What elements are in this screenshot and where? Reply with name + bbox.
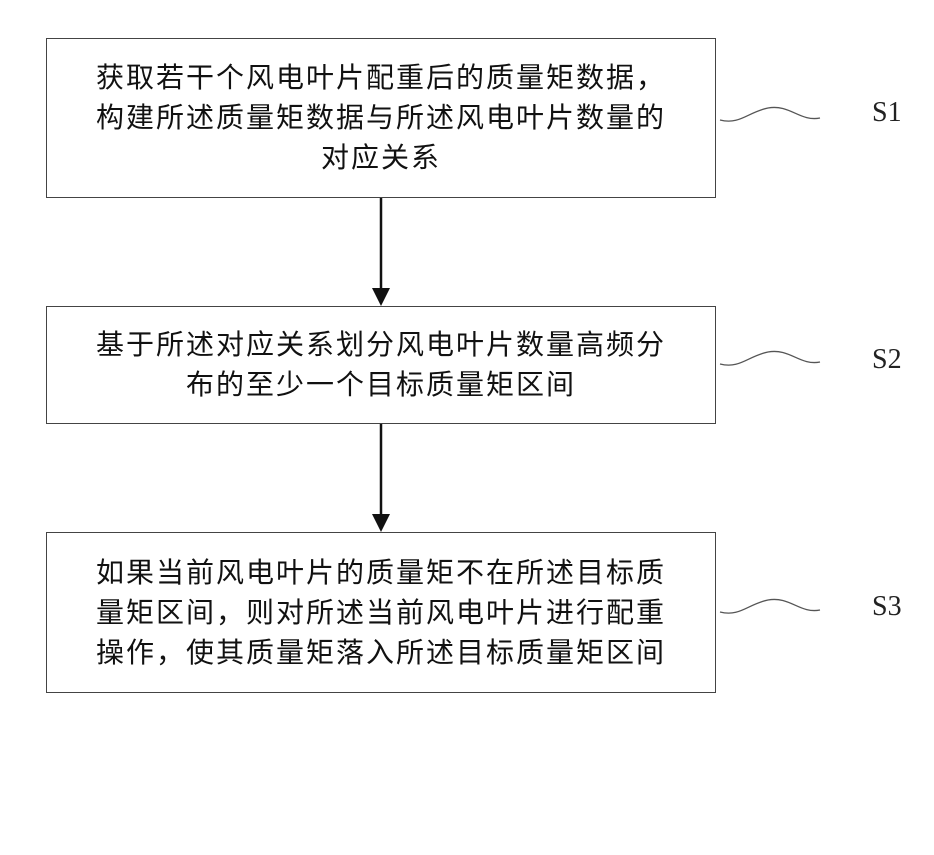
step-text-s1: 获取若干个风电叶片配重后的质量矩数据， 构建所述质量矩数据与所述风电叶片数量的 …: [71, 58, 691, 178]
arrow-s1-to-s2: [372, 198, 390, 306]
step-box-s3: 如果当前风电叶片的质量矩不在所述目标质 量矩区间，则对所述当前风电叶片进行配重 …: [46, 532, 716, 693]
step-text-s2: 基于所述对应关系划分风电叶片数量高频分 布的至少一个目标质量矩区间: [71, 325, 691, 405]
step-box-s1: 获取若干个风电叶片配重后的质量矩数据， 构建所述质量矩数据与所述风电叶片数量的 …: [46, 38, 716, 198]
step-label-s1: S1: [872, 97, 902, 129]
step-label-s2: S2: [872, 344, 902, 376]
leader-line-s3: [720, 599, 820, 613]
leader-line-s1: [720, 107, 820, 121]
leader-line-s2: [720, 351, 820, 365]
arrow-s2-to-s3: [372, 424, 390, 532]
step-label-s3: S3: [872, 591, 902, 623]
step-box-s2: 基于所述对应关系划分风电叶片数量高频分 布的至少一个目标质量矩区间: [46, 306, 716, 424]
step-text-s3: 如果当前风电叶片的质量矩不在所述目标质 量矩区间，则对所述当前风电叶片进行配重 …: [71, 553, 691, 673]
